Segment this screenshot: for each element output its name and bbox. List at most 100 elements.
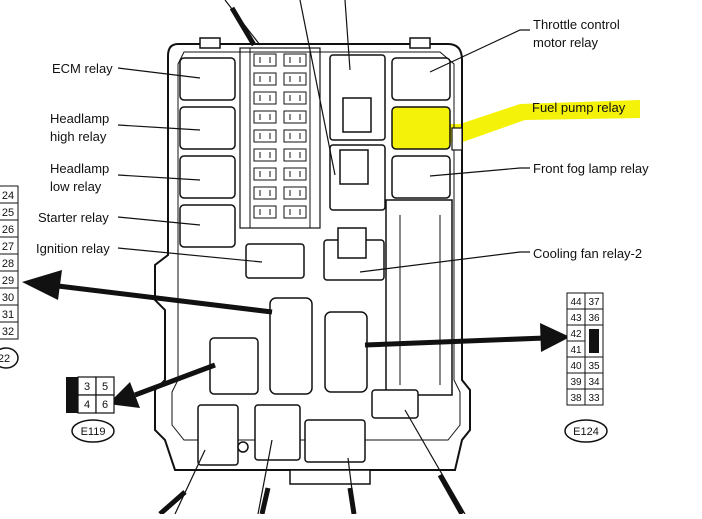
e124-pin-cell — [584, 388, 604, 406]
mini-fuse — [283, 205, 307, 219]
mini-fuse-blade — [259, 57, 271, 63]
center-connector-right — [324, 311, 368, 393]
fuel-pump-relay — [391, 106, 451, 150]
mini-fuse-blade — [259, 152, 271, 158]
mini-fuse — [253, 129, 277, 143]
leader-lines — [117, 0, 530, 515]
mini-fuse-blade — [289, 57, 301, 63]
e119-id: E119 — [81, 426, 106, 438]
front-fog-lamp-relay — [391, 155, 451, 199]
left-connector-id: 22 — [0, 353, 10, 365]
arrow-e124 — [364, 335, 546, 348]
left-fuse-number: 27 — [2, 241, 14, 253]
large-fuse-divider — [399, 215, 441, 385]
mini-fuse — [283, 110, 307, 124]
fuse-block — [239, 47, 321, 229]
center-connector-left — [269, 297, 313, 395]
top-tab — [409, 37, 431, 49]
mini-fuse-blade — [289, 209, 301, 215]
ecm-relay — [179, 57, 236, 101]
e119-pin-number: 6 — [102, 399, 108, 411]
mini-fuse-blade — [289, 95, 301, 101]
mini-fuse — [253, 72, 277, 86]
mini-fuse — [283, 91, 307, 105]
left-fuse-cell — [0, 321, 19, 340]
e124-pin-number: 37 — [588, 297, 600, 308]
mini-fuse-blade — [259, 114, 271, 120]
mini-fuse — [283, 148, 307, 162]
left-fuse-number: 24 — [2, 190, 14, 202]
label-starter-relay: Starter relay — [38, 210, 109, 225]
e124-badge — [564, 419, 608, 443]
lower-connector-4 — [371, 389, 419, 419]
top-tab — [199, 37, 221, 49]
left-fuse-number: 32 — [2, 326, 14, 338]
mini-fuses — [253, 53, 307, 219]
e124-pin-number: 42 — [570, 329, 582, 340]
connector-e119-socket — [209, 337, 259, 395]
grommet — [237, 441, 249, 453]
left-fuse-number: 28 — [2, 258, 14, 270]
arrow-left-fuses — [57, 283, 273, 315]
headlamp-high-relay — [179, 106, 236, 150]
label-headlamp-high-line2: high relay — [50, 129, 107, 144]
left-fuse-number: 30 — [2, 292, 14, 304]
arrow-left-fuses-head — [22, 270, 62, 300]
label-throttle-line2: motor relay — [533, 35, 599, 50]
left-fuse-number: 29 — [2, 275, 14, 287]
e119-pin-number: 3 — [84, 381, 90, 393]
label-headlamp-low-line2: low relay — [50, 179, 102, 194]
left-fuse-number: 25 — [2, 207, 14, 219]
mini-fuse-blade — [259, 209, 271, 215]
center-relay-pins-mid — [339, 149, 369, 185]
mini-fuse — [283, 129, 307, 143]
cooling-fan-relay-pins — [337, 227, 367, 259]
mini-fuse-blade — [259, 190, 271, 196]
mini-fuse-blade — [259, 171, 271, 177]
center-relay-pins-upper — [342, 97, 372, 133]
e124-pin-number: 44 — [570, 297, 582, 308]
arrow-bottom-2 — [259, 487, 271, 515]
label-ignition-relay: Ignition relay — [36, 241, 110, 256]
side-clip — [451, 127, 463, 151]
mini-fuse-blade — [289, 76, 301, 82]
label-ecm-relay: ECM relay — [52, 61, 113, 76]
headlamp-low-relay — [179, 155, 236, 199]
e124-id: E124 — [573, 426, 599, 438]
mini-fuse — [283, 167, 307, 181]
mini-fuse — [283, 72, 307, 86]
e124-pin-number: 40 — [570, 361, 582, 372]
mini-fuse — [253, 91, 277, 105]
e119-lock-tab — [66, 377, 78, 413]
throttle-control-motor-relay — [391, 57, 451, 101]
mini-fuse-blade — [289, 171, 301, 177]
mini-fuse-blade — [289, 190, 301, 196]
arrow-top — [229, 6, 257, 47]
arrow-bottom-4 — [437, 473, 465, 516]
relay-box-outline — [154, 43, 471, 471]
mini-fuse-blade — [259, 133, 271, 139]
lower-connector-2 — [254, 404, 301, 461]
mini-fuse — [253, 205, 277, 219]
e124-pin-number: 43 — [570, 313, 582, 324]
left-fuse-number: 26 — [2, 224, 14, 236]
label-throttle-line1: Throttle control — [533, 17, 620, 32]
arrow-e124-head — [540, 323, 570, 352]
e119-badge — [71, 419, 115, 443]
e124-pin-number: 38 — [570, 393, 582, 404]
mini-fuse-blade — [289, 133, 301, 139]
e124-pin-number: 35 — [588, 361, 600, 372]
arrow-bottom-3 — [347, 487, 357, 515]
mini-fuse-blade — [289, 114, 301, 120]
left-connector-badge — [0, 347, 19, 369]
label-headlamp-high-line1: Headlamp — [50, 111, 110, 126]
e124-pin-number: 39 — [570, 377, 582, 388]
e124-pin-number: 36 — [588, 313, 600, 324]
label-headlamp-low-line1: Headlamp — [50, 161, 110, 176]
arrow-e119 — [134, 362, 216, 398]
mini-fuse — [253, 148, 277, 162]
